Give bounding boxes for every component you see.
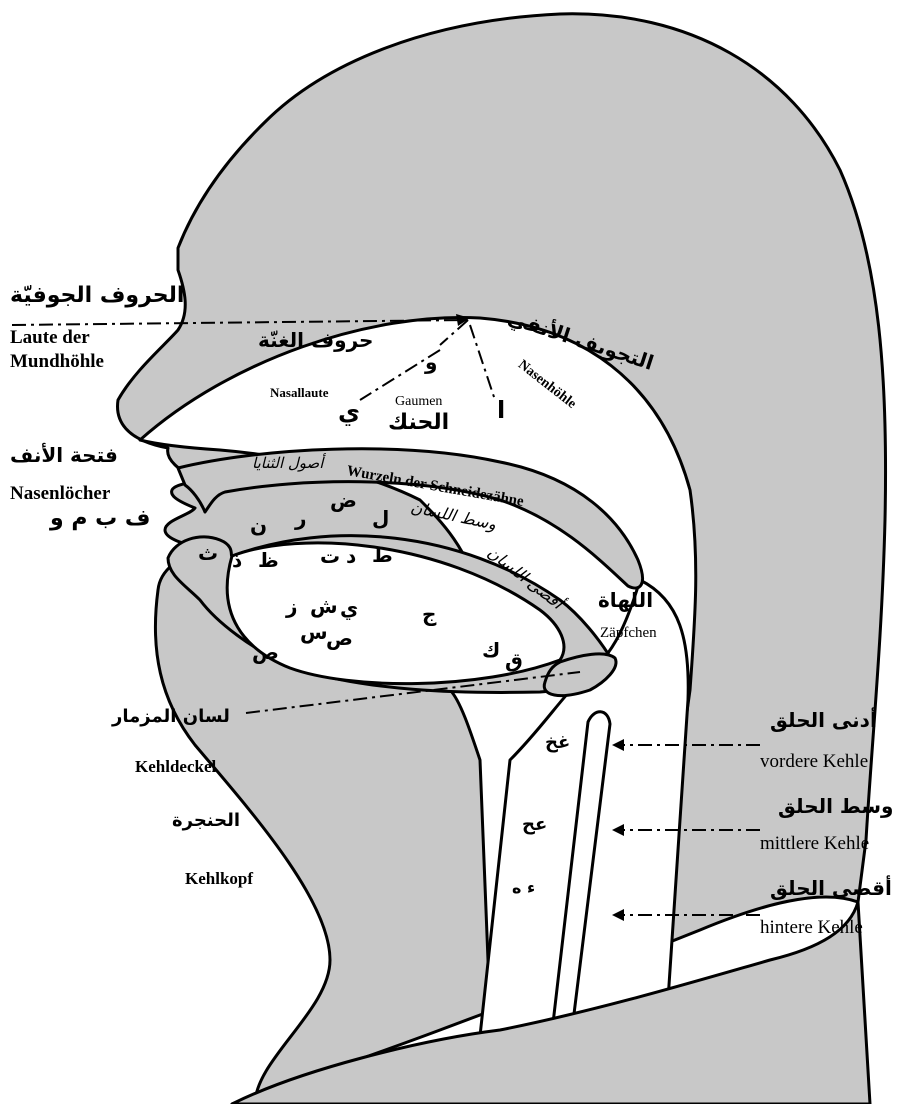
letter-tta: ط (372, 545, 393, 565)
letter-jim: ج (422, 604, 436, 624)
letter-zay: ز (286, 596, 298, 616)
label-larynx-de: Kehlkopf (185, 870, 253, 887)
label-jawfiyya-de-1: Laute der (10, 328, 90, 347)
letter-sin: س (300, 622, 328, 642)
letter-waw: و (425, 352, 437, 372)
label-mid-throat-ar: وسط الحلق (778, 796, 893, 816)
letter-ra: ر (295, 508, 307, 528)
letter-qaf: ق (505, 650, 523, 670)
label-uvula-ar: اللهاة (598, 590, 653, 610)
letter-ghain-kha: غخ (545, 734, 570, 752)
label-ghunna-de: Nasallaute (270, 386, 329, 399)
letter-sad2: ص (252, 642, 279, 662)
letter-ain-ha: عح (522, 816, 547, 834)
label-epiglottis-ar: لسان المزمار (112, 708, 230, 726)
letter-sad: ص (326, 628, 353, 648)
letter-shin: ش (310, 596, 338, 616)
label-lips-letters: ف ب م و (50, 508, 150, 530)
letter-dhal: ذ (232, 550, 242, 570)
label-larynx-ar: الحنجرة (172, 812, 240, 830)
label-back-throat-de: hintere Kehle (760, 918, 863, 937)
label-nose-opening-ar: فتحة الأنف (10, 445, 118, 465)
label-back-throat-ar: أقصى الحلق (770, 878, 892, 898)
letter-zha: ظ (258, 550, 279, 570)
letter-dad: ض (330, 490, 357, 510)
label-gaumen-de: Gaumen (395, 395, 442, 409)
label-ghunna-ar: حروف الغنّة (258, 330, 373, 350)
label-front-throat-de: vordere Kehle (760, 752, 868, 771)
label-gaumen-ar: الحنك (388, 412, 449, 434)
label-front-throat-ar: أدنى الحلق (770, 710, 877, 730)
label-uvula-de: Zäpfchen (600, 626, 657, 641)
label-jawfiyya-ar: الحروف الجوفيّة (10, 285, 184, 307)
letter-ya-nasal: ي (338, 400, 360, 424)
label-mid-throat-de: mittlere Kehle (760, 834, 869, 853)
letter-ta: ت (320, 546, 340, 566)
label-jawfiyya-de-2: Mundhöhle (10, 352, 104, 371)
label-incisor-roots-ar: أصول الثنايا (252, 456, 323, 471)
letter-ya: ي (340, 598, 358, 618)
letter-hamza-ha: ء ه (512, 880, 535, 896)
letter-nun: ن (250, 515, 267, 535)
label-epiglottis-de: Kehldeckel (135, 758, 216, 775)
letter-kaf: ك (482, 640, 500, 660)
letter-tha: ث (198, 543, 218, 563)
letter-alif: ا (497, 398, 505, 422)
letter-lam: ل (372, 508, 389, 528)
letter-dal: د (346, 546, 356, 566)
label-nose-opening-de: Nasenlöcher (10, 484, 110, 503)
